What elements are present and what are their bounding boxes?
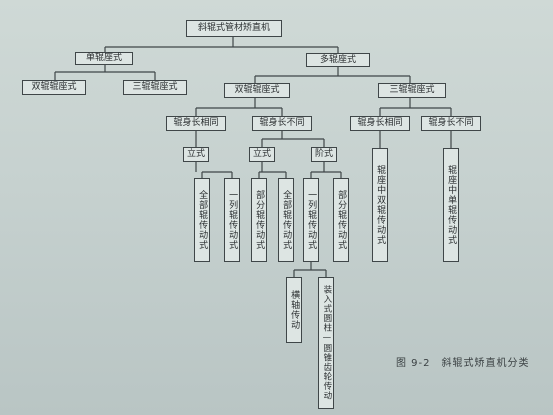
- diff-length-node: 辊身长不同: [252, 116, 312, 131]
- seat-double-roll-drive-node: 辊座中双辊传动式: [372, 148, 388, 262]
- cross-shaft-drive-node: 横轴传动: [286, 277, 302, 343]
- step-type-node: 阶式: [311, 147, 337, 162]
- same-length-node: 辊身长相同: [166, 116, 226, 131]
- triple-roll-seat-node: 三辊辊座式: [123, 80, 187, 95]
- root-node: 斜辊式管材矫直机: [186, 20, 282, 37]
- same-length-node-b: 辊身长相同: [350, 116, 410, 131]
- diff-length-node-b: 辊身长不同: [421, 116, 481, 131]
- seat-single-roll-drive-node: 辊座中单辊传动式: [443, 148, 459, 262]
- part-roll-drive-node-b: 部分辊传动式: [333, 178, 349, 262]
- part-roll-drive-node-a: 部分辊传动式: [251, 178, 267, 262]
- all-roll-drive-node-a: 全部辊传动式: [194, 178, 210, 262]
- triple-roll-seat-node-b: 三辊辊座式: [378, 83, 446, 98]
- double-roll-seat-node-b: 双辊辊座式: [224, 83, 290, 98]
- assembled-gear-drive-node: 装入式圆柱—圆锥齿轮传动: [318, 277, 334, 409]
- single-roll-seat-node: 单辊座式: [75, 52, 133, 65]
- one-row-drive-node-a: 一列辊传动式: [224, 178, 240, 262]
- double-roll-seat-node: 双辊辊座式: [22, 80, 86, 95]
- multi-roll-seat-node: 多辊座式: [306, 53, 370, 67]
- vertical-node-a: 立式: [183, 147, 209, 162]
- vertical-node-b: 立式: [249, 147, 275, 162]
- figure-caption: 图 9-2 斜辊式矫直机分类: [396, 358, 530, 369]
- one-row-drive-node-b: 一列辊传动式: [303, 178, 319, 262]
- all-roll-drive-node-b: 全部辊传动式: [278, 178, 294, 262]
